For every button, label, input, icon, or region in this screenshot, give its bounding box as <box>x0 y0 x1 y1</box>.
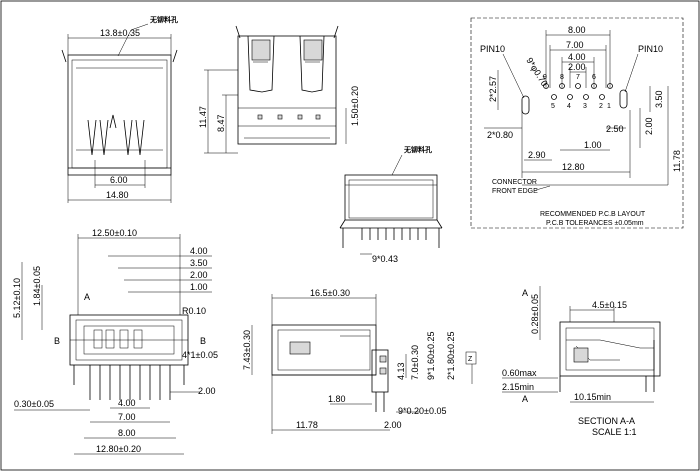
pcb-connector-label: CONNECTOR <box>492 179 537 186</box>
profile-dim-180: 1.80 <box>328 394 346 404</box>
top-bottom-dim: 14.80 <box>106 190 129 200</box>
front-dim-512: 5.12±0.10 <box>12 278 22 318</box>
section-label-a: A <box>522 288 528 298</box>
pcb-front-edge-label: FRONT EDGE <box>492 188 538 195</box>
pcb-pin-4: 4 <box>567 103 571 110</box>
side-height-dim-2: 8.47 <box>216 114 226 132</box>
pcb-pin-8: 8 <box>560 74 564 81</box>
section-dim-1015: 10.15min <box>574 392 611 402</box>
pcb-pin10-right: PIN10 <box>638 44 663 54</box>
section-dim-215: 2.15min <box>502 382 534 392</box>
pcb-dim-1280: 12.80 <box>562 162 585 172</box>
section-label-a2: A <box>522 394 528 404</box>
front-dim-030: 0.30±0.05 <box>14 399 54 409</box>
pcb-dim-7: 7.00 <box>566 40 584 50</box>
top-width-dim: 13.8±0.35 <box>100 28 140 38</box>
pcb-pin-2: 2 <box>599 103 603 110</box>
profile-dim-743: 7.43±0.30 <box>242 330 252 370</box>
pcb-dim-1178: 11.78 <box>672 150 682 172</box>
profile-dim-9160: 9*1.60±0.25 <box>426 332 436 380</box>
side-height-dim: 11.47 <box>198 106 208 128</box>
profile-dim-200: 2.00 <box>384 420 402 430</box>
profile-label-z: Z <box>468 356 473 363</box>
pcb-pin10-left: PIN10 <box>480 44 505 54</box>
front-dim-200b: 2.00 <box>198 386 216 396</box>
section-dim-45: 4.5±0.15 <box>592 300 627 310</box>
pcb-pin-5: 5 <box>551 103 555 110</box>
pcb-dim-8: 8.00 <box>568 25 586 35</box>
profile-dim-165: 16.5±0.30 <box>310 288 350 298</box>
pcb-dim-100: 1.00 <box>584 140 602 150</box>
pcb-pin-6: 6 <box>592 74 596 81</box>
profile-dim-9020: 9*0.20±0.05 <box>398 406 446 416</box>
pcb-dim-200: 2.00 <box>644 117 654 135</box>
pcb-dim-350: 3.50 <box>654 90 664 108</box>
front-dim-100: 1.00 <box>190 282 208 292</box>
view-profile: 16.5±0.30 7.43±0.30 4.13 7.0±0.30 9*1.60… <box>242 288 477 434</box>
pcb-dim-4: 4.00 <box>568 52 586 62</box>
pcb-pin-9: 9 <box>543 74 547 81</box>
view-front: 12.50±0.10 4.00 3.50 2.00 1.00 5.12±0.10… <box>12 228 218 455</box>
front-dim-800: 8.00 <box>118 428 136 438</box>
top-note: 无铆料孔 <box>149 15 178 24</box>
front-label-b2: B <box>200 336 206 346</box>
pcb-dim-250: 2.50 <box>606 124 624 134</box>
front-dim-200: 2.00 <box>190 270 208 280</box>
pcb-recommended: RECOMMENDED P.C.B LAYOUT <box>540 211 646 218</box>
profile-dim-70: 7.0±0.30 <box>410 345 420 380</box>
profile-dim-1178: 11.78 <box>296 420 318 430</box>
profile-dim-2180: 2*1.80±0.25 <box>446 332 456 380</box>
front-dim-r010: R0.10 <box>182 306 206 316</box>
front-dim-400b: 4.00 <box>118 398 136 408</box>
front-dim-4x1: 4*1±0.05 <box>182 350 218 360</box>
view-side: 11.47 8.47 1.50±0.20 <box>198 25 360 154</box>
view-top: 13.8±0.35 无铆料孔 6.00 14.80 <box>61 15 178 203</box>
front-dim-400: 4.00 <box>190 246 208 256</box>
front-dim-350: 3.50 <box>190 258 208 268</box>
pcb-dim-290: 2.90 <box>528 150 546 160</box>
pcb-tolerances: P.C.B TOLERANCES ±0.05mm <box>546 220 644 227</box>
front-dim-700: 7.00 <box>118 412 136 422</box>
section-title: SECTION A-A <box>578 416 635 426</box>
side-offset-dim: 1.50±0.20 <box>350 86 360 126</box>
pcb-dim-080: 2*0.80 <box>487 130 513 140</box>
pcb-pin-7: 7 <box>576 74 580 81</box>
section-scale: SCALE 1:1 <box>592 427 637 437</box>
view-small: 无铆料孔 9*0.43 <box>339 145 443 264</box>
view-section: 4.5±0.15 0.28±0.05 A A 0.60max 2.15min 1… <box>502 286 661 437</box>
pcb-dim-257: 2*2.57 <box>488 76 498 102</box>
pcb-pin-1: 1 <box>607 103 611 110</box>
front-dim-1250: 12.50±0.10 <box>92 228 137 238</box>
pcb-dim-2: 2.00 <box>568 62 586 72</box>
pcb-layout: 8.00 7.00 4.00 2.00 9*φ0.70 9 8 <box>470 17 684 229</box>
section-dim-060: 0.60max <box>502 368 537 378</box>
profile-dim-413: 4.13 <box>396 362 406 380</box>
top-inner-dim: 6.00 <box>110 175 128 185</box>
front-label-a: A <box>84 292 90 302</box>
front-dim-184: 1.84±0.05 <box>32 266 42 306</box>
pcb-pin-3: 3 <box>583 103 587 110</box>
small-note: 无铆料孔 <box>403 145 432 154</box>
small-pitch-dim: 9*0.43 <box>372 254 398 264</box>
front-dim-1280: 12.80±0.20 <box>96 444 141 454</box>
pcb-pads <box>521 83 628 115</box>
section-dim-028: 0.28±0.05 <box>530 294 540 334</box>
front-label-b: B <box>54 336 60 346</box>
